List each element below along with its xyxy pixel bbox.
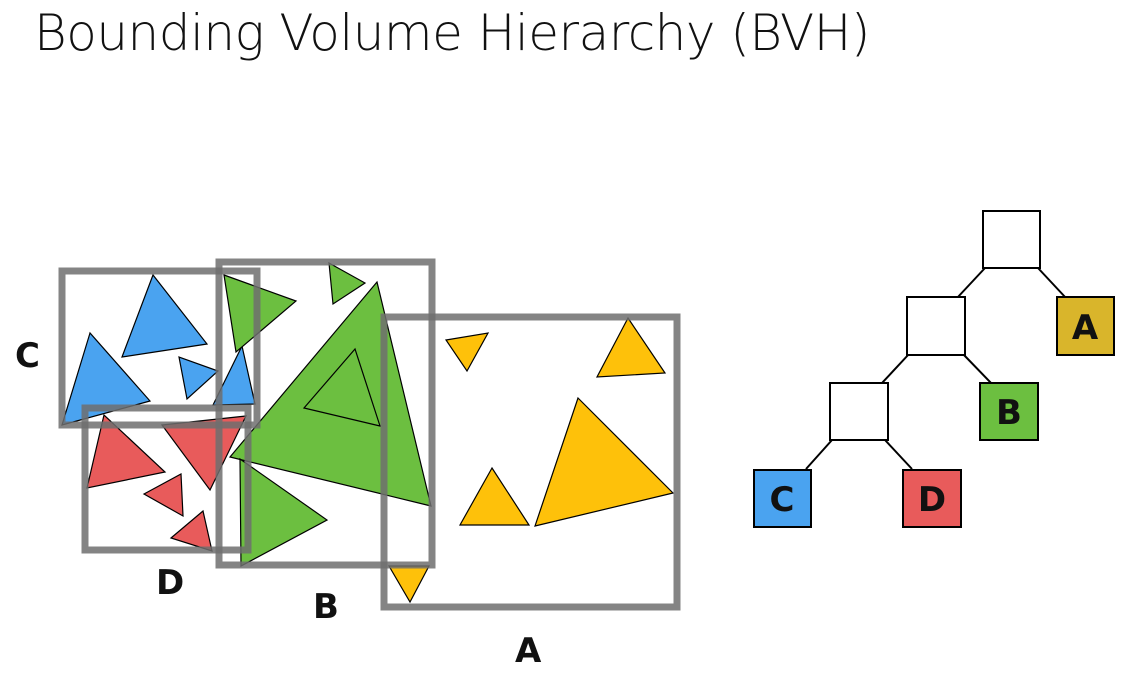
edge-internal1-internal2 bbox=[881, 353, 910, 384]
tree-label-d: D bbox=[918, 480, 946, 520]
triangle-a5 bbox=[387, 565, 430, 604]
tree-label-b: B bbox=[996, 393, 1022, 433]
tree-node-leaf-c bbox=[753, 469, 812, 528]
tree-node-internal-2 bbox=[829, 382, 889, 441]
triangle-d2 bbox=[160, 415, 248, 492]
tree-label-c: C bbox=[770, 480, 795, 520]
bounding-box-b bbox=[215, 258, 436, 569]
triangle-a1 bbox=[444, 332, 490, 373]
tree-node-leaf-b bbox=[979, 382, 1039, 441]
edge-internal1-leaf-b bbox=[962, 353, 993, 385]
bounding-box-c bbox=[58, 267, 261, 429]
triangles-group-d bbox=[86, 413, 248, 552]
triangle-c2 bbox=[61, 331, 152, 426]
triangle-b2 bbox=[328, 261, 367, 306]
bounding-box-d bbox=[81, 404, 252, 554]
tree-nodes bbox=[753, 210, 1115, 528]
triangle-c3 bbox=[178, 356, 220, 401]
tree-node-leaf-a bbox=[1056, 296, 1115, 356]
box-label-d: D bbox=[156, 563, 184, 603]
triangle-a3 bbox=[534, 396, 675, 527]
triangle-d1 bbox=[86, 413, 167, 489]
triangle-b4 bbox=[302, 347, 381, 427]
edge-root-internal1 bbox=[956, 267, 986, 299]
bounding-box-a bbox=[380, 313, 681, 611]
tree-node-leaf-d bbox=[902, 469, 962, 528]
bounding-boxes bbox=[58, 258, 681, 611]
triangle-b5 bbox=[239, 457, 329, 567]
triangle-d3 bbox=[142, 473, 184, 518]
slide-title: Bounding Volume Hierarchy (BVH) bbox=[34, 4, 870, 62]
box-label-b: B bbox=[313, 587, 339, 627]
tree-label-a: A bbox=[1072, 308, 1099, 348]
box-label-a: A bbox=[515, 631, 542, 671]
box-label-c: C bbox=[15, 336, 40, 376]
edge-root-leaf-a bbox=[1037, 267, 1067, 299]
tree-edges bbox=[805, 267, 1067, 470]
triangle-a2 bbox=[595, 316, 667, 378]
triangle-d4 bbox=[169, 509, 213, 552]
triangle-a4 bbox=[458, 466, 531, 526]
tree-node-root bbox=[982, 210, 1041, 269]
triangles-group-c bbox=[61, 273, 256, 426]
triangles-group-a bbox=[387, 316, 675, 604]
tree-node-internal-1 bbox=[906, 296, 966, 356]
triangle-c1 bbox=[121, 273, 209, 358]
edge-internal2-leaf-d bbox=[884, 439, 913, 470]
edge-internal2-leaf-c bbox=[805, 439, 833, 470]
